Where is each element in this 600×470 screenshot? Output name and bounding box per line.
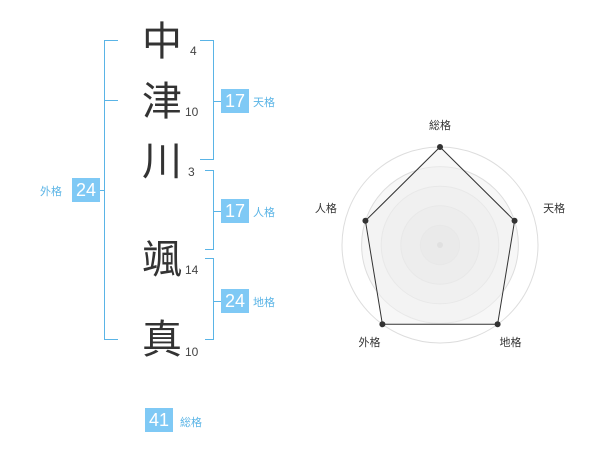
- radar-point-3: [494, 321, 501, 328]
- tenkaku-bracket: [200, 40, 214, 160]
- radar-point-2: [511, 217, 518, 224]
- tenkaku-value: 17: [221, 89, 249, 113]
- chikaku-label: 地格: [253, 296, 275, 309]
- radar-point-4: [379, 321, 386, 328]
- stroke-count-5: 10: [185, 345, 199, 359]
- radar-point-5: [362, 217, 369, 224]
- radar-axis-label-5: 人格: [315, 201, 337, 215]
- gaikaku-bracket: [104, 40, 118, 340]
- jinkaku-value: 17: [221, 199, 249, 223]
- name-char-3: 川: [142, 139, 182, 185]
- radar-shape: [364, 146, 516, 325]
- radar-axis-label-1: 総格: [429, 118, 451, 132]
- stroke-count-3: 3: [188, 165, 195, 179]
- gaikaku-bracket-tick: [104, 100, 118, 101]
- name-char-2: 津: [142, 79, 182, 125]
- chikaku-value: 24: [221, 289, 249, 313]
- name-char-5: 真: [142, 317, 182, 363]
- soukaku-value: 41: [145, 408, 173, 432]
- tenkaku-label: 天格: [253, 96, 275, 109]
- radar-point-1: [437, 144, 443, 150]
- chikaku-bracket: [205, 258, 214, 340]
- jinkaku-label: 人格: [253, 206, 275, 219]
- name-char-4: 颯: [142, 237, 182, 283]
- stroke-count-2: 10: [185, 105, 199, 119]
- radar-axis-label-4: 外格: [359, 335, 381, 349]
- radar-points: [362, 144, 518, 328]
- jinkaku-connector: [214, 211, 222, 212]
- radar-axis-label-3: 地格: [500, 335, 522, 349]
- gaikaku-label: 外格: [40, 185, 62, 198]
- stroke-count-1: 4: [190, 44, 197, 58]
- radar-axis-label-2: 天格: [543, 201, 565, 215]
- name-char-1: 中: [142, 19, 182, 65]
- chikaku-connector: [214, 301, 222, 302]
- stroke-count-4: 14: [185, 263, 199, 277]
- tenkaku-connector: [214, 101, 222, 102]
- soukaku-label: 総格: [180, 416, 202, 429]
- jinkaku-bracket: [205, 170, 214, 250]
- gaikaku-value: 24: [72, 178, 100, 202]
